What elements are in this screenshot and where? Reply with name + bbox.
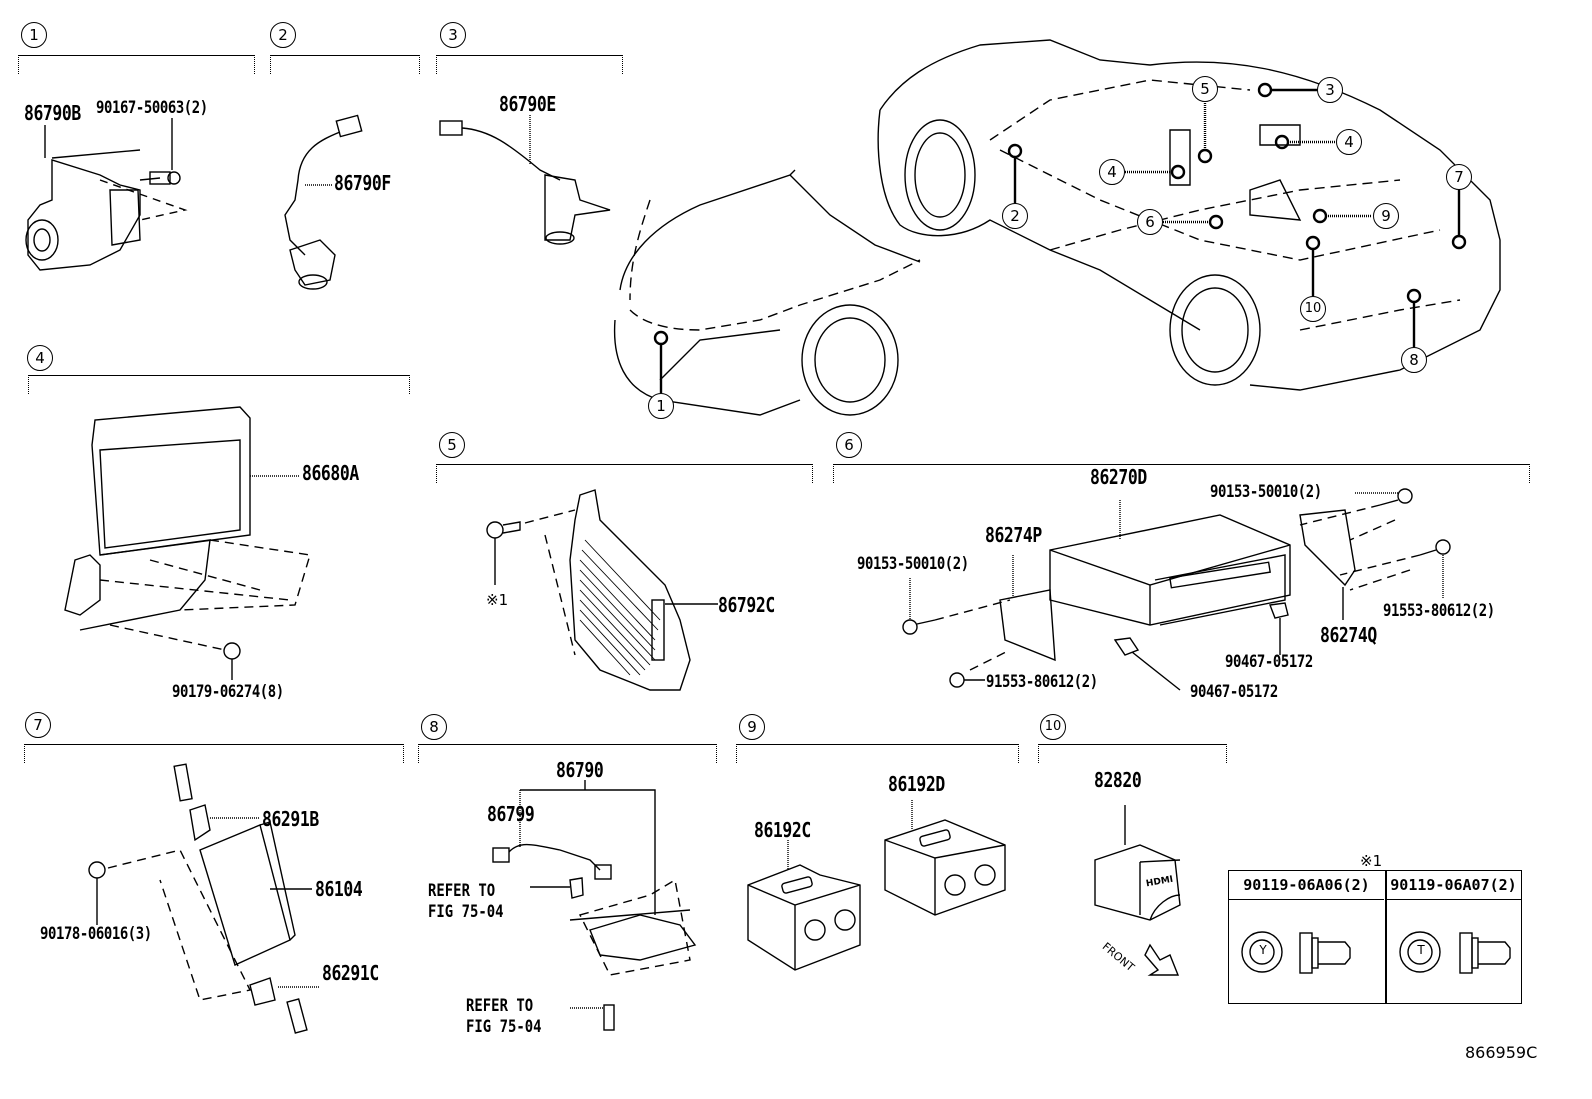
part-90467-05172-left[interactable]: 90467-05172 [1190, 682, 1278, 702]
part-86192c[interactable]: 86192C [754, 818, 811, 842]
part-86790f[interactable]: 86790F [334, 171, 391, 195]
refer-to-fig-75-04-lower[interactable]: REFER TO FIG 75-04 [466, 996, 542, 1037]
car-callout-1: 1 [648, 393, 674, 419]
socket-86192d-drawing [884, 800, 1006, 916]
car-callout-2: 2 [1002, 203, 1028, 229]
camera-86790b-drawing [25, 118, 188, 271]
module-86104-drawing [88, 763, 320, 1034]
socket-86192c-drawing [747, 840, 861, 971]
car-callout-7: 7 [1446, 164, 1472, 190]
module-86792c-drawing [486, 489, 718, 691]
group-9-bracket [736, 744, 1019, 763]
part-91553-80612-right[interactable]: 91553-80612(2) [1383, 601, 1495, 621]
part-86792c[interactable]: 86792C [718, 593, 775, 617]
head-mark-t: T [1417, 943, 1425, 957]
group-6-number: 6 [836, 432, 862, 458]
refer-to-fig-75-04-upper[interactable]: REFER TO FIG 75-04 [428, 881, 504, 922]
part-86790[interactable]: 86790 [556, 758, 604, 782]
group-4-bracket [28, 375, 410, 394]
group-1-bracket [18, 55, 255, 74]
camera-86790f-drawing [284, 114, 363, 290]
bolt-heads-drawing [1241, 931, 1511, 974]
car-callout-3: 3 [1317, 77, 1343, 103]
car-callout-5: 5 [1192, 76, 1218, 102]
display-86680a-drawing [64, 406, 311, 680]
part-86291b[interactable]: 86291B [262, 807, 319, 831]
part-90179-06274[interactable]: 90179-06274(8) [172, 682, 284, 702]
part-90167-50063[interactable]: 90167-50063(2) [96, 98, 208, 118]
part-90178-06016[interactable]: 90178-06016(3) [40, 924, 152, 944]
car-callout-8: 8 [1401, 347, 1427, 373]
fastener-table-title: ※1 [1360, 852, 1383, 870]
car-callout-6: 6 [1137, 209, 1163, 235]
module-86790-drawing [492, 780, 697, 1031]
table-divider [1385, 871, 1387, 1003]
group-5-number: 5 [439, 432, 465, 458]
group-6-bracket [833, 464, 1530, 483]
group-4-number: 4 [27, 345, 53, 371]
fastener-90119-06a07[interactable]: 90119-06A07(2) [1386, 871, 1521, 900]
group-2-bracket [270, 55, 420, 74]
fastener-90119-06a06[interactable]: 90119-06A06(2) [1229, 871, 1384, 900]
fastener-table: 90119-06A06(2) 90119-06A07(2) Y T [1228, 870, 1522, 1004]
part-90153-50010-right[interactable]: 90153-50010(2) [1210, 482, 1322, 502]
hdmi-82820-drawing [1094, 805, 1181, 921]
camera-86790e-drawing [439, 115, 611, 245]
part-91553-80612-left[interactable]: 91553-80612(2) [986, 672, 1098, 692]
car-callout-10: 10 [1300, 296, 1326, 322]
car-callout-9: 9 [1373, 203, 1399, 229]
part-90153-50010-left[interactable]: 90153-50010(2) [857, 554, 969, 574]
group-10-bracket [1038, 744, 1227, 763]
figure-code: 866959C [1465, 1043, 1538, 1062]
head-unit-86270d-drawing [902, 488, 1451, 691]
note-reference-1: ※1 [486, 591, 509, 609]
car-callout-markers [653, 82, 1467, 393]
part-86680a[interactable]: 86680A [302, 461, 359, 485]
group-1-number: 1 [21, 22, 47, 48]
part-90467-05172-right[interactable]: 90467-05172 [1225, 652, 1313, 672]
part-86192d[interactable]: 86192D [888, 772, 945, 796]
group-5-bracket [436, 464, 813, 483]
front-arrow-icon [1144, 943, 1180, 976]
part-86790b[interactable]: 86790B [24, 101, 81, 125]
part-86270d[interactable]: 86270D [1090, 465, 1147, 489]
part-82820[interactable]: 82820 [1094, 768, 1142, 792]
group-9-number: 9 [739, 714, 765, 740]
car-callout-4b: 4 [1336, 129, 1362, 155]
group-3-number: 3 [440, 22, 466, 48]
part-86104[interactable]: 86104 [315, 877, 363, 901]
group-10-number: 10 [1040, 714, 1066, 740]
part-86274p[interactable]: 86274P [985, 523, 1042, 547]
group-2-number: 2 [270, 22, 296, 48]
group-8-number: 8 [421, 714, 447, 740]
car-callout-4a: 4 [1099, 159, 1125, 185]
part-86291c[interactable]: 86291C [322, 961, 379, 985]
group-8-bracket [418, 744, 717, 763]
group-7-bracket [24, 744, 404, 763]
head-mark-y: Y [1259, 943, 1267, 957]
car-rear-drawing [877, 39, 1501, 391]
part-86799[interactable]: 86799 [487, 802, 535, 826]
group-3-bracket [436, 55, 623, 74]
group-7-number: 7 [25, 712, 51, 738]
part-86790e[interactable]: 86790E [499, 92, 556, 116]
part-86274q[interactable]: 86274Q [1320, 623, 1377, 647]
